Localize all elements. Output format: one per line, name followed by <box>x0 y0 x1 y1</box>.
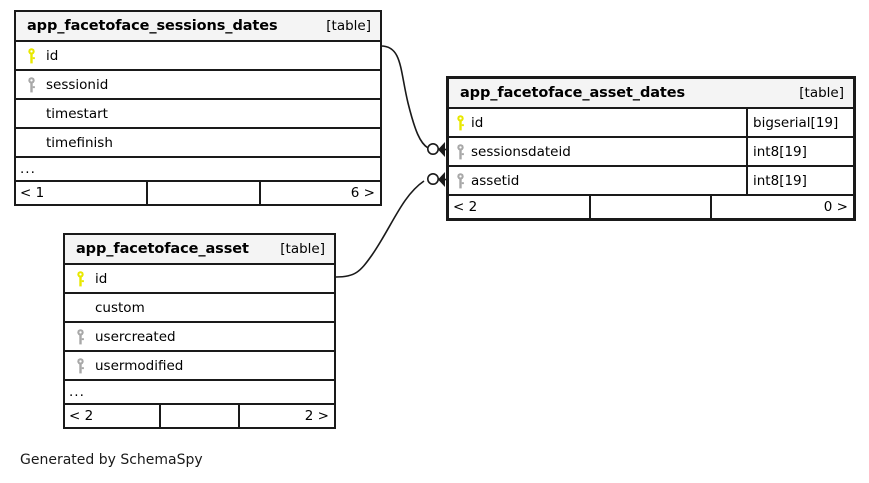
outgoing-relationship-count[interactable]: 0 > <box>823 199 848 215</box>
footer-middle-cell <box>159 405 240 427</box>
column-name: sessionsdateid <box>471 143 571 160</box>
footer-middle-cell <box>146 182 261 204</box>
table-footer: < 1 6 > <box>16 182 380 204</box>
column-name: timefinish <box>46 134 113 151</box>
column-name: usercreated <box>95 328 176 345</box>
column-name: usermodified <box>95 357 184 374</box>
foreign-key-icon <box>65 328 95 345</box>
table-footer: < 2 2 > <box>65 405 334 427</box>
primary-key-icon <box>449 114 471 131</box>
table-row[interactable]: id bigserial[19] <box>449 109 853 138</box>
footer-middle-cell <box>589 196 712 218</box>
column-name: timestart <box>46 105 108 122</box>
foreign-key-icon <box>16 76 46 93</box>
column-name: assetid <box>471 172 520 189</box>
column-name: id <box>46 47 59 64</box>
column-name: id <box>95 270 108 287</box>
outgoing-relationship-count[interactable]: 6 > <box>350 185 375 201</box>
column-name: sessionid <box>46 76 109 93</box>
table-node-app-facetoface-asset-dates[interactable]: app_facetoface_asset_dates [table] id bi… <box>446 76 856 221</box>
generated-by-label: Generated by SchemaSpy <box>20 452 203 468</box>
column-type: int8[19] <box>746 138 853 165</box>
table-row[interactable]: assetid int8[19] <box>449 167 853 196</box>
foreign-key-icon <box>65 357 95 374</box>
outgoing-relationship-count[interactable]: 2 > <box>304 408 329 424</box>
table-row[interactable]: usermodified <box>65 352 334 381</box>
incoming-relationship-count[interactable]: < 1 <box>20 185 45 201</box>
foreign-key-icon <box>449 143 471 160</box>
foreign-key-icon <box>449 172 471 189</box>
table-title: app_facetoface_sessions_dates <box>27 18 278 34</box>
table-row[interactable]: custom <box>65 294 334 323</box>
table-row[interactable]: usercreated <box>65 323 334 352</box>
table-title: app_facetoface_asset_dates <box>460 85 686 101</box>
table-row[interactable]: sessionsdateid int8[19] <box>449 138 853 167</box>
relationship-rel-sessionsdateid <box>380 45 447 157</box>
table-header[interactable]: app_facetoface_asset_dates [table] <box>449 79 853 109</box>
more-columns-indicator: ... <box>65 381 334 405</box>
primary-key-icon <box>16 47 46 64</box>
table-row[interactable]: timefinish <box>16 129 380 158</box>
incoming-relationship-count[interactable]: < 2 <box>453 199 478 215</box>
column-type: int8[19] <box>746 167 853 194</box>
table-header[interactable]: app_facetoface_asset [table] <box>65 235 334 265</box>
primary-key-icon <box>65 270 95 287</box>
column-type: bigserial[19] <box>746 109 853 136</box>
table-kind-label: [table] <box>280 241 325 257</box>
table-row[interactable]: timestart <box>16 100 380 129</box>
relationship-rel-assetid <box>335 172 447 278</box>
table-node-app-facetoface-sessions-dates[interactable]: app_facetoface_sessions_dates [table] id <box>14 10 382 206</box>
cardinality-zero-marker <box>426 143 439 156</box>
incoming-relationship-count[interactable]: < 2 <box>69 408 94 424</box>
table-kind-label: [table] <box>799 85 844 101</box>
table-row[interactable]: id <box>16 42 380 71</box>
more-columns-indicator: ... <box>16 158 380 182</box>
column-name: id <box>471 114 484 131</box>
table-node-app-facetoface-asset[interactable]: app_facetoface_asset [table] id cu <box>63 233 336 429</box>
table-row[interactable]: sessionid <box>16 71 380 100</box>
table-header[interactable]: app_facetoface_sessions_dates [table] <box>16 12 380 42</box>
table-title: app_facetoface_asset <box>76 241 249 257</box>
table-kind-label: [table] <box>326 18 371 34</box>
table-row[interactable]: id <box>65 265 334 294</box>
cardinality-zero-marker <box>426 173 439 186</box>
column-name: custom <box>95 299 145 316</box>
table-footer: < 2 0 > <box>449 196 853 218</box>
